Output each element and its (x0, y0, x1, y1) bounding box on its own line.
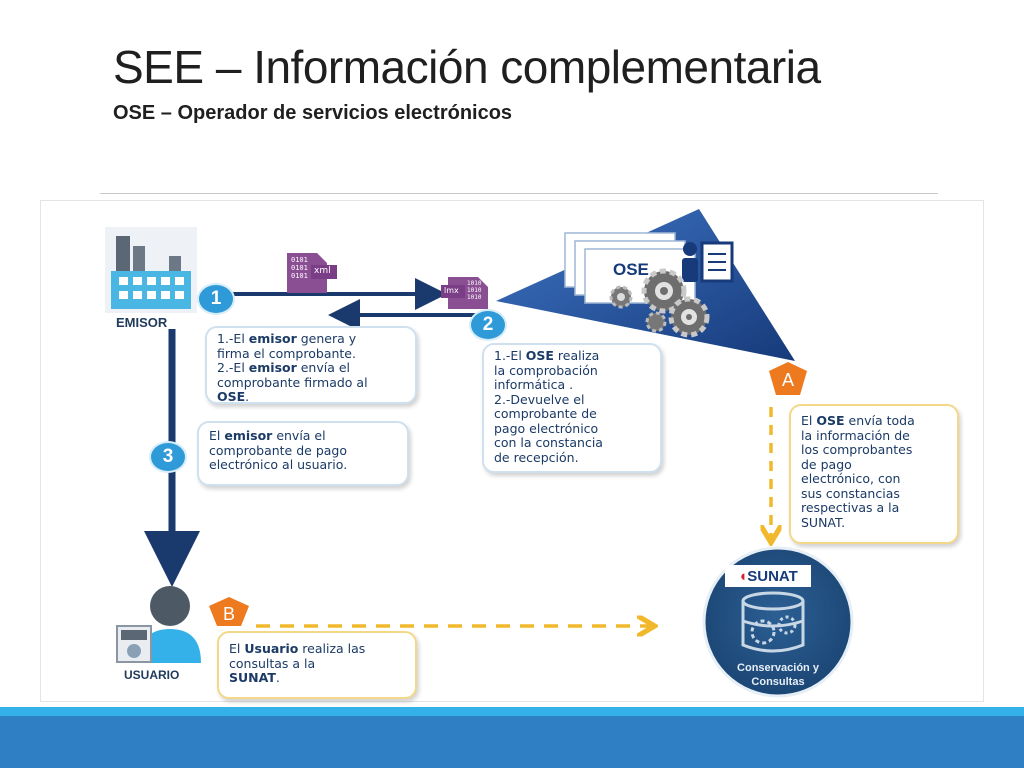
step-b-label: B (222, 604, 235, 624)
note-ose-steps: 1.-El OSE realiza la comprobación inform… (482, 343, 662, 473)
footer-band (0, 716, 1024, 768)
step-3-badge: 3 (151, 443, 185, 471)
note-emisor-steps: 1.-El emisor genera y firma el comproban… (205, 326, 417, 404)
note-ose-sunat: El OSE envía toda la información de los … (789, 404, 959, 544)
slide-title: SEE – Información complementaria (113, 41, 821, 93)
sunat-logo: ◖SUNAT (738, 568, 798, 585)
step-a-pentagon (769, 362, 807, 395)
ose-label: OSE (613, 260, 649, 279)
slide-subtitle: OSE – Operador de servicios electrónicos (113, 102, 513, 124)
document-return-icon (441, 277, 488, 309)
database-caption: Conservación y Consultas (737, 662, 819, 688)
footer-accent-band (0, 707, 1024, 716)
document-xml-tag: xml (314, 266, 331, 276)
title-divider (100, 193, 938, 194)
note-emisor-usuario: El emisor envía el comprobante de pago e… (197, 421, 409, 486)
step-b-pentagon (209, 597, 249, 626)
emisor-label: EMISOR (116, 315, 168, 330)
database-gear-icon (702, 546, 854, 698)
factory-icon (105, 227, 197, 313)
presenter-icon (682, 241, 734, 283)
step-2-badge: 2 (471, 311, 505, 339)
gears-icon (609, 268, 710, 338)
user-computer-icon (116, 586, 201, 663)
diagram-graphics (105, 209, 854, 698)
step-1-badge: 1 (199, 285, 233, 313)
document-xml-icon (287, 253, 337, 293)
step-a-label: A (781, 370, 794, 390)
document-return-tag: lmx (444, 286, 459, 295)
note-usuario: El Usuario realiza las consultas a la SU… (217, 631, 417, 699)
usuario-label: USUARIO (124, 668, 180, 682)
